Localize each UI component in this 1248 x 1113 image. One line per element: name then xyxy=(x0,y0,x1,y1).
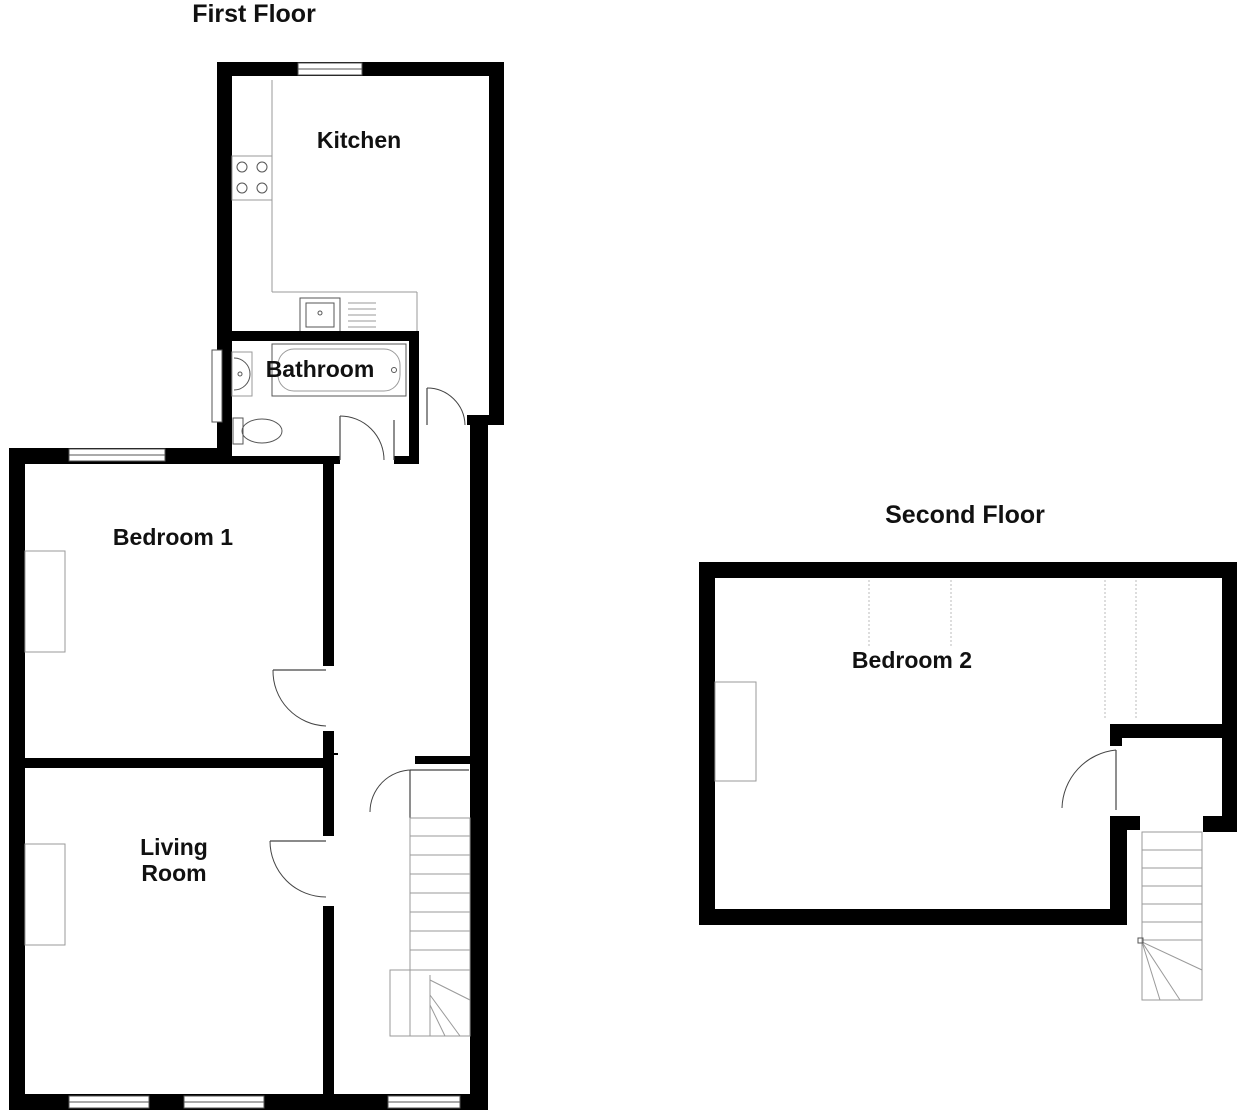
first-floor-stairs xyxy=(389,817,471,1037)
basin-icon xyxy=(231,351,253,397)
second-floor-title: Second Floor xyxy=(885,501,1045,529)
living-room-label-line1: Living xyxy=(140,834,208,860)
first-floor: First Floor xyxy=(9,0,504,1110)
bath-icon xyxy=(271,343,407,397)
second-floor: Second Floor Bedroom 2 xyxy=(699,501,1237,1001)
bedroom-1-chimney-breast xyxy=(24,550,66,653)
living-room-walls xyxy=(9,768,488,1110)
kitchen-label: Kitchen xyxy=(317,127,401,153)
bedroom-2-walls xyxy=(699,562,1237,925)
stair-enclosure xyxy=(369,756,470,818)
living-room-label-line2: Room xyxy=(141,860,206,886)
bedroom-2-chimney-breast xyxy=(714,681,757,782)
hob-icon xyxy=(236,161,268,194)
bathroom-label: Bathroom xyxy=(266,356,375,382)
bedroom-2-label: Bedroom 2 xyxy=(852,647,972,673)
living-room-chimney-breast xyxy=(24,843,66,946)
bedroom-2-door xyxy=(1061,749,1117,810)
bedroom-1-door xyxy=(272,669,327,727)
kitchen-sink-icon xyxy=(299,297,376,333)
kitchen-door xyxy=(426,387,466,426)
kitchen-walls xyxy=(217,62,504,446)
bedroom-2-rooflight-lines xyxy=(868,580,1137,718)
toilet-icon xyxy=(232,417,283,445)
bathroom-window xyxy=(211,349,223,423)
first-floor-title: First Floor xyxy=(192,0,316,28)
bathroom-walls xyxy=(217,331,419,464)
bathroom-door xyxy=(339,415,395,461)
kitchen-worktop xyxy=(231,80,418,334)
second-floor-stairs xyxy=(1137,831,1203,1001)
living-room-door xyxy=(269,840,327,898)
bedroom-1-label: Bedroom 1 xyxy=(113,524,233,550)
